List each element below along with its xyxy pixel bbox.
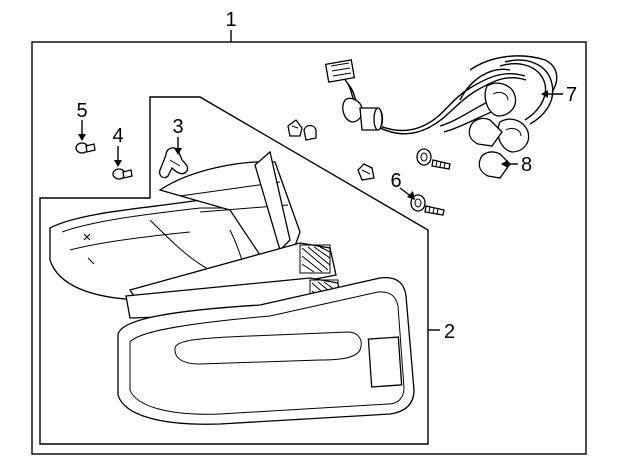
lamp-housing-region	[39, 96, 429, 445]
callout-3: 3	[172, 116, 183, 138]
lamp-lens	[117, 276, 415, 425]
callout-7: 7	[566, 84, 577, 106]
wiring-harness	[324, 55, 558, 153]
clip	[158, 147, 189, 179]
assembly-frame	[31, 41, 587, 455]
callout-2: 2	[444, 321, 455, 343]
bulb-upper	[468, 117, 503, 147]
callout-8: 8	[521, 154, 532, 176]
callout-1: 1	[225, 9, 236, 31]
bulb-lower	[478, 151, 511, 179]
callout-5: 5	[76, 100, 87, 122]
screw-4	[112, 168, 133, 180]
nut-bolt-lower	[410, 194, 445, 216]
leader-lines	[78, 30, 563, 331]
nut-bolt-upper	[416, 148, 451, 170]
callout-4: 4	[112, 125, 123, 147]
screw-5	[75, 142, 96, 154]
retainer-pair	[287, 119, 317, 141]
callout-6: 6	[390, 170, 401, 192]
retainer-single	[357, 163, 375, 181]
